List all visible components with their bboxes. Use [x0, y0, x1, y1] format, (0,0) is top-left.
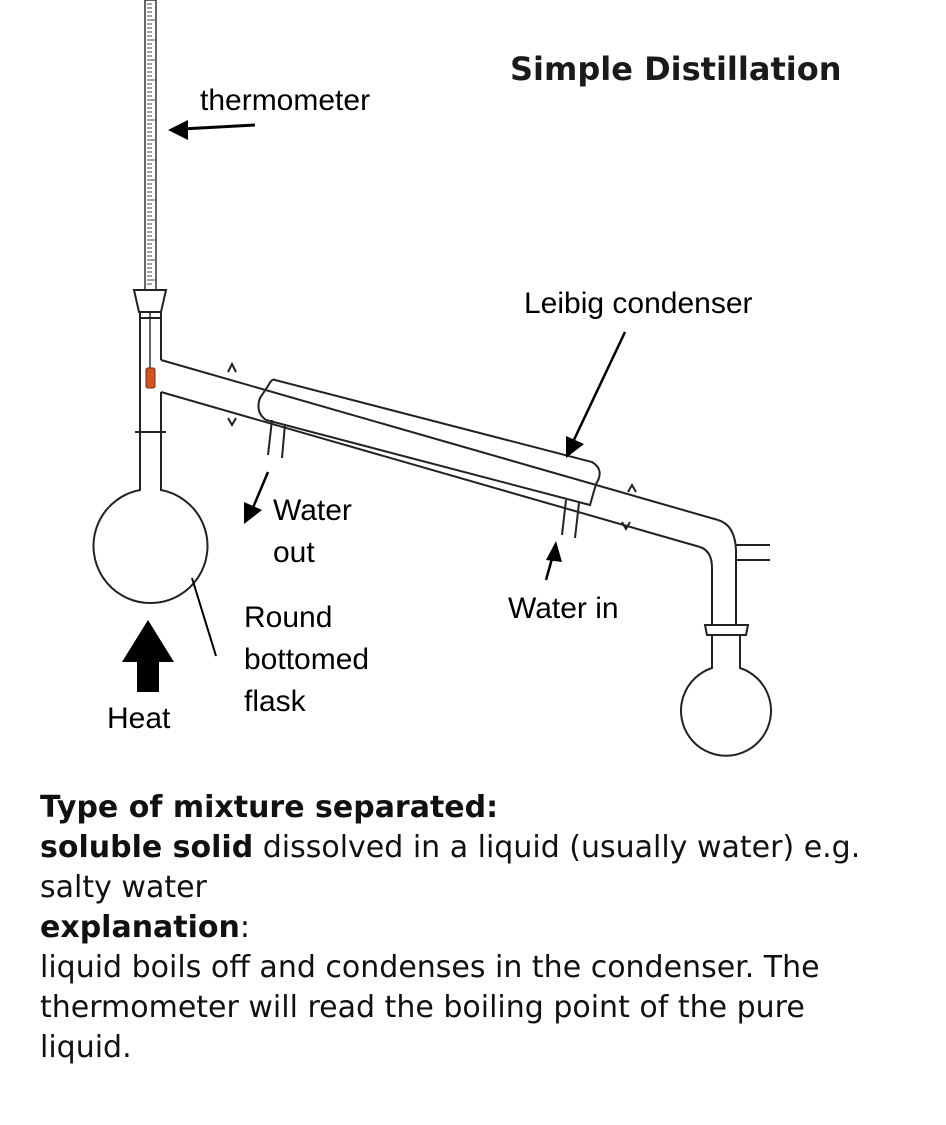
condenser-inner-tube [160, 359, 737, 625]
distillation-diagram: Simple Distillation thermometer Leibig c… [92, 0, 841, 757]
mixture-line-1: soluble solid dissolved in a liquid (usu… [40, 830, 861, 865]
explanation-line-1: liquid boils off and condenses in the co… [40, 950, 820, 985]
arrow-left-icon [168, 120, 188, 140]
label-condenser: Leibig condenser [524, 287, 753, 320]
receiving-flask [680, 544, 772, 757]
mixture-bold: soluble solid [40, 830, 254, 865]
label-heat: Heat [107, 702, 171, 735]
mixture-line-2: salty water [40, 870, 207, 905]
condenser-jacket [257, 378, 601, 539]
mixture-heading: Type of mixture separated: [40, 790, 499, 825]
round-bottomed-flask [92, 431, 209, 605]
thermometer-apparatus [132, 0, 168, 389]
thermometer-scale [147, 3, 155, 285]
explanation-heading: explanation: [40, 910, 251, 945]
description-text: Type of mixture separated: soluble solid… [40, 788, 920, 1068]
label-flask-1: Round [244, 601, 332, 634]
label-flask-2: bottomed [244, 643, 369, 676]
label-water-in: Water in [508, 592, 619, 625]
label-thermometer: thermometer [200, 84, 370, 117]
label-water-out-2: out [273, 536, 315, 569]
label-flask-3: flask [244, 685, 307, 718]
arrow-down-icon [566, 436, 584, 458]
heat-arrow-icon [122, 620, 174, 692]
annotation-arrows [122, 120, 627, 692]
thermometer-bulb [145, 367, 156, 389]
arrow-up-icon [546, 541, 562, 562]
label-water-out-1: Water [273, 494, 352, 527]
stopper [132, 289, 168, 313]
diagram-title: Simple Distillation [510, 50, 841, 88]
arrow-down-left-icon [244, 502, 262, 524]
explanation-line-3: liquid. [40, 1030, 132, 1065]
explanation-line-2: thermometer will read the boiling point … [40, 990, 805, 1025]
